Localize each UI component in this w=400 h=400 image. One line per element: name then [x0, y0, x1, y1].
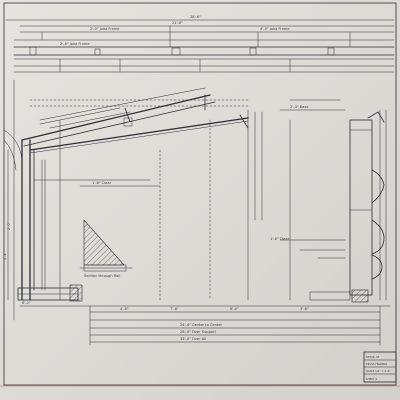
bottom-dim-3: 7'-6"	[170, 307, 179, 311]
left-label-2: 2'-0"	[7, 222, 11, 230]
top-label-2: 4'-0" Joist Frame	[260, 27, 290, 31]
bottom-dimensions: 6'-2" 4'-8" 7'-6" 6'-0" 3'-6" 24'-4" Cen…	[19, 301, 391, 346]
truss-section: 1'-8" Clear 1'-6" Clear 2'-4" Base	[21, 87, 346, 301]
bottom-total-2: 28'-0" Over Support	[180, 330, 217, 334]
callout-clear-1: 1'-8" Clear	[92, 181, 112, 185]
title-line-3: SCALE 1/2" = 1'-0"	[366, 369, 390, 373]
bottom-dim-2: 4'-8"	[120, 307, 129, 311]
callout-base: 2'-4" Base	[290, 105, 309, 109]
rail-section-detail: Section through Rail	[79, 219, 133, 278]
left-elevation: 5'-4" 2'-0"	[3, 79, 83, 321]
top-sub-dimension: 21'-8"	[172, 21, 183, 25]
top-plan-strip: 28'-6" 21'-8" 2'-0" Joist Frame 4'-0" Jo…	[5, 15, 395, 73]
right-end-section	[279, 109, 387, 303]
bottom-dim-5: 3'-6"	[300, 307, 309, 311]
left-label-1: 5'-4"	[3, 252, 7, 260]
title-line-1: DETAIL OF	[366, 355, 380, 359]
sheet-border	[3, 2, 397, 386]
bottom-dim-4: 6'-0"	[230, 307, 239, 311]
title-line-4: SHEET 4	[366, 377, 377, 381]
bottom-dim-1: 6'-2"	[22, 301, 31, 305]
title-block: DETAIL OF TRUSS FRAMING SCALE 1/2" = 1'-…	[363, 351, 397, 383]
bottom-total-1: 24'-4" Center to Center	[180, 323, 223, 327]
callout-clear-2: 1'-6" Clear	[270, 237, 290, 241]
top-label-1: 2'-0" Joist Frame	[90, 27, 120, 31]
title-line-2: TRUSS FRAMING	[366, 362, 387, 366]
top-dimension: 28'-6"	[190, 15, 201, 19]
bottom-total-3: 32'-0" Over All	[180, 337, 206, 341]
top-label-3: 2'-6" Joist Frame	[60, 42, 90, 46]
rail-section-caption: Section through Rail	[84, 274, 120, 278]
